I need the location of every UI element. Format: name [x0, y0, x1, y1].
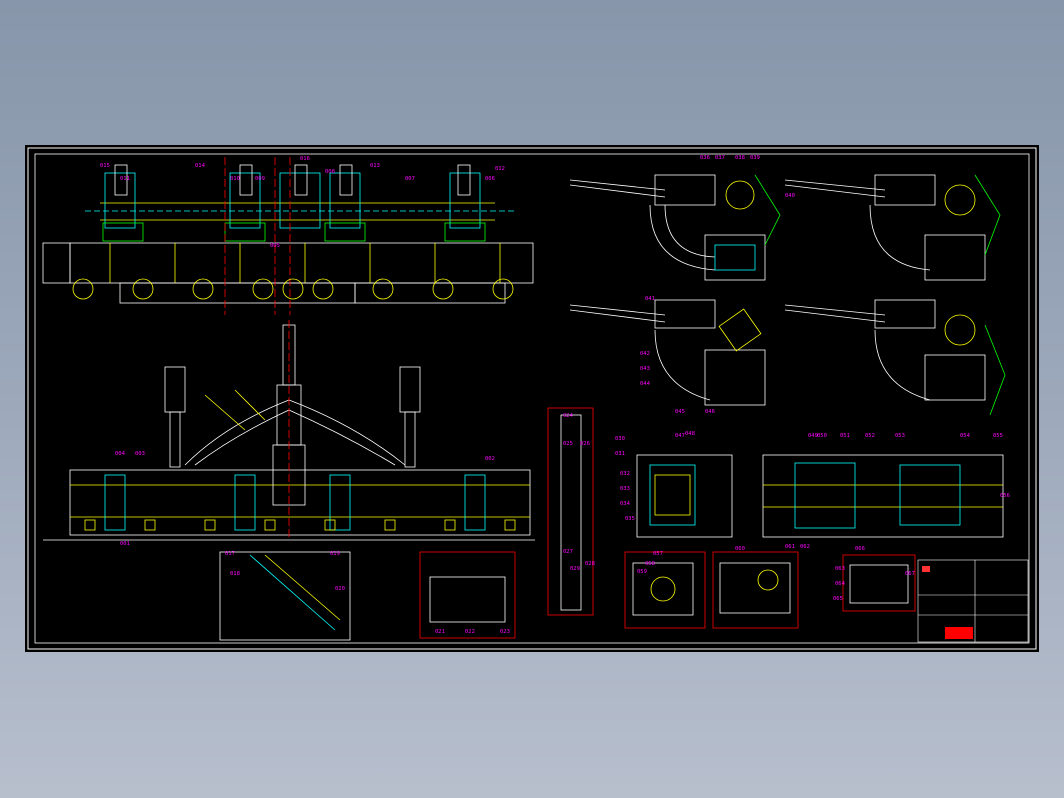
drawing-sheet: 015 014 016 013 012 011 010 009 008 007 006 005 004 0… — [25, 145, 1039, 652]
part-balloon: 047 — [675, 433, 685, 439]
part-balloon: 002 — [485, 456, 495, 462]
part-balloon: 038 — [735, 155, 745, 161]
part-balloon: 022 — [465, 629, 475, 635]
part-balloon: 065 — [833, 596, 843, 602]
part-balloon: 024 — [563, 413, 574, 419]
part-balloon: 052 — [865, 433, 875, 439]
part-balloon: 029 — [570, 566, 580, 572]
part-balloon: 043 — [640, 366, 650, 372]
part-balloon: 066 — [855, 546, 865, 552]
part-balloon: 051 — [840, 433, 850, 439]
part-balloon: 042 — [640, 351, 650, 357]
part-balloon: 039 — [750, 155, 760, 161]
part-balloon: 005 — [270, 243, 280, 249]
part-balloon: 055 — [993, 433, 1003, 439]
top-view — [42, 157, 534, 315]
part-balloon: 035 — [625, 516, 635, 522]
part-balloon: 015 — [100, 163, 110, 169]
part-balloon: 006 — [485, 176, 495, 182]
part-balloon: 021 — [435, 629, 445, 635]
part-balloons: 015 014 016 013 012 011 010 009 008 007 006 005 004 0… — [100, 155, 1010, 635]
part-balloon: 020 — [335, 586, 345, 592]
part-balloon: 036 — [700, 155, 710, 161]
part-balloon: 028 — [585, 561, 595, 567]
title-block — [917, 559, 1029, 643]
part-balloon: 001 — [120, 541, 130, 547]
cad-drawing: 015 014 016 013 012 011 010 009 008 007 006 005 004 0… — [27, 147, 1037, 650]
part-balloon: 056 — [1000, 493, 1010, 499]
part-balloon: 057 — [653, 551, 663, 557]
inner-frame — [34, 153, 1030, 644]
part-balloon: 048 — [685, 431, 695, 437]
part-balloon: 025 — [563, 441, 573, 447]
part-balloon: 050 — [817, 433, 827, 439]
part-balloon: 011 — [120, 176, 130, 182]
part-balloon: 062 — [800, 544, 810, 550]
part-balloon: 007 — [405, 176, 415, 182]
part-balloon: 060 — [735, 546, 745, 552]
outer-frame — [27, 147, 1037, 650]
part-balloon: 041 — [645, 296, 655, 302]
part-balloon: 003 — [135, 451, 145, 457]
part-balloon: 034 — [620, 501, 631, 507]
part-balloon: 016 — [300, 156, 310, 162]
part-balloon: 037 — [715, 155, 725, 161]
part-balloon: 040 — [785, 193, 795, 199]
part-balloon: 059 — [637, 569, 647, 575]
part-balloon: 017 — [225, 551, 235, 557]
clamp-views — [569, 174, 1006, 416]
part-balloon: 010 — [230, 176, 240, 182]
part-balloon: 014 — [195, 163, 206, 169]
part-balloon: 061 — [785, 544, 795, 550]
part-balloon: 008 — [325, 169, 335, 175]
front-view — [43, 320, 535, 541]
part-balloon: 009 — [255, 176, 265, 182]
part-balloon: 004 — [115, 451, 126, 457]
part-balloon: 018 — [230, 571, 240, 577]
part-balloon: 044 — [640, 381, 651, 387]
part-balloon: 012 — [495, 166, 505, 172]
part-balloon: 063 — [835, 566, 845, 572]
part-balloon: 049 — [808, 433, 818, 439]
section-views — [219, 407, 1004, 641]
part-balloon: 067 — [905, 571, 915, 577]
part-balloon: 033 — [620, 486, 630, 492]
part-balloon: 045 — [675, 409, 685, 415]
part-balloon: 054 — [960, 433, 971, 439]
part-balloon: 031 — [615, 451, 625, 457]
part-balloon: 030 — [615, 436, 625, 442]
part-balloon: 064 — [835, 581, 846, 587]
part-balloon: 023 — [500, 629, 510, 635]
part-balloon: 026 — [580, 441, 590, 447]
part-balloon: 053 — [895, 433, 905, 439]
part-balloon: 058 — [645, 561, 655, 567]
part-balloon: 046 — [705, 409, 715, 415]
part-balloon: 019 — [330, 551, 340, 557]
part-balloon: 013 — [370, 163, 380, 169]
part-balloon: 032 — [620, 471, 630, 477]
part-balloon: 027 — [563, 549, 573, 555]
